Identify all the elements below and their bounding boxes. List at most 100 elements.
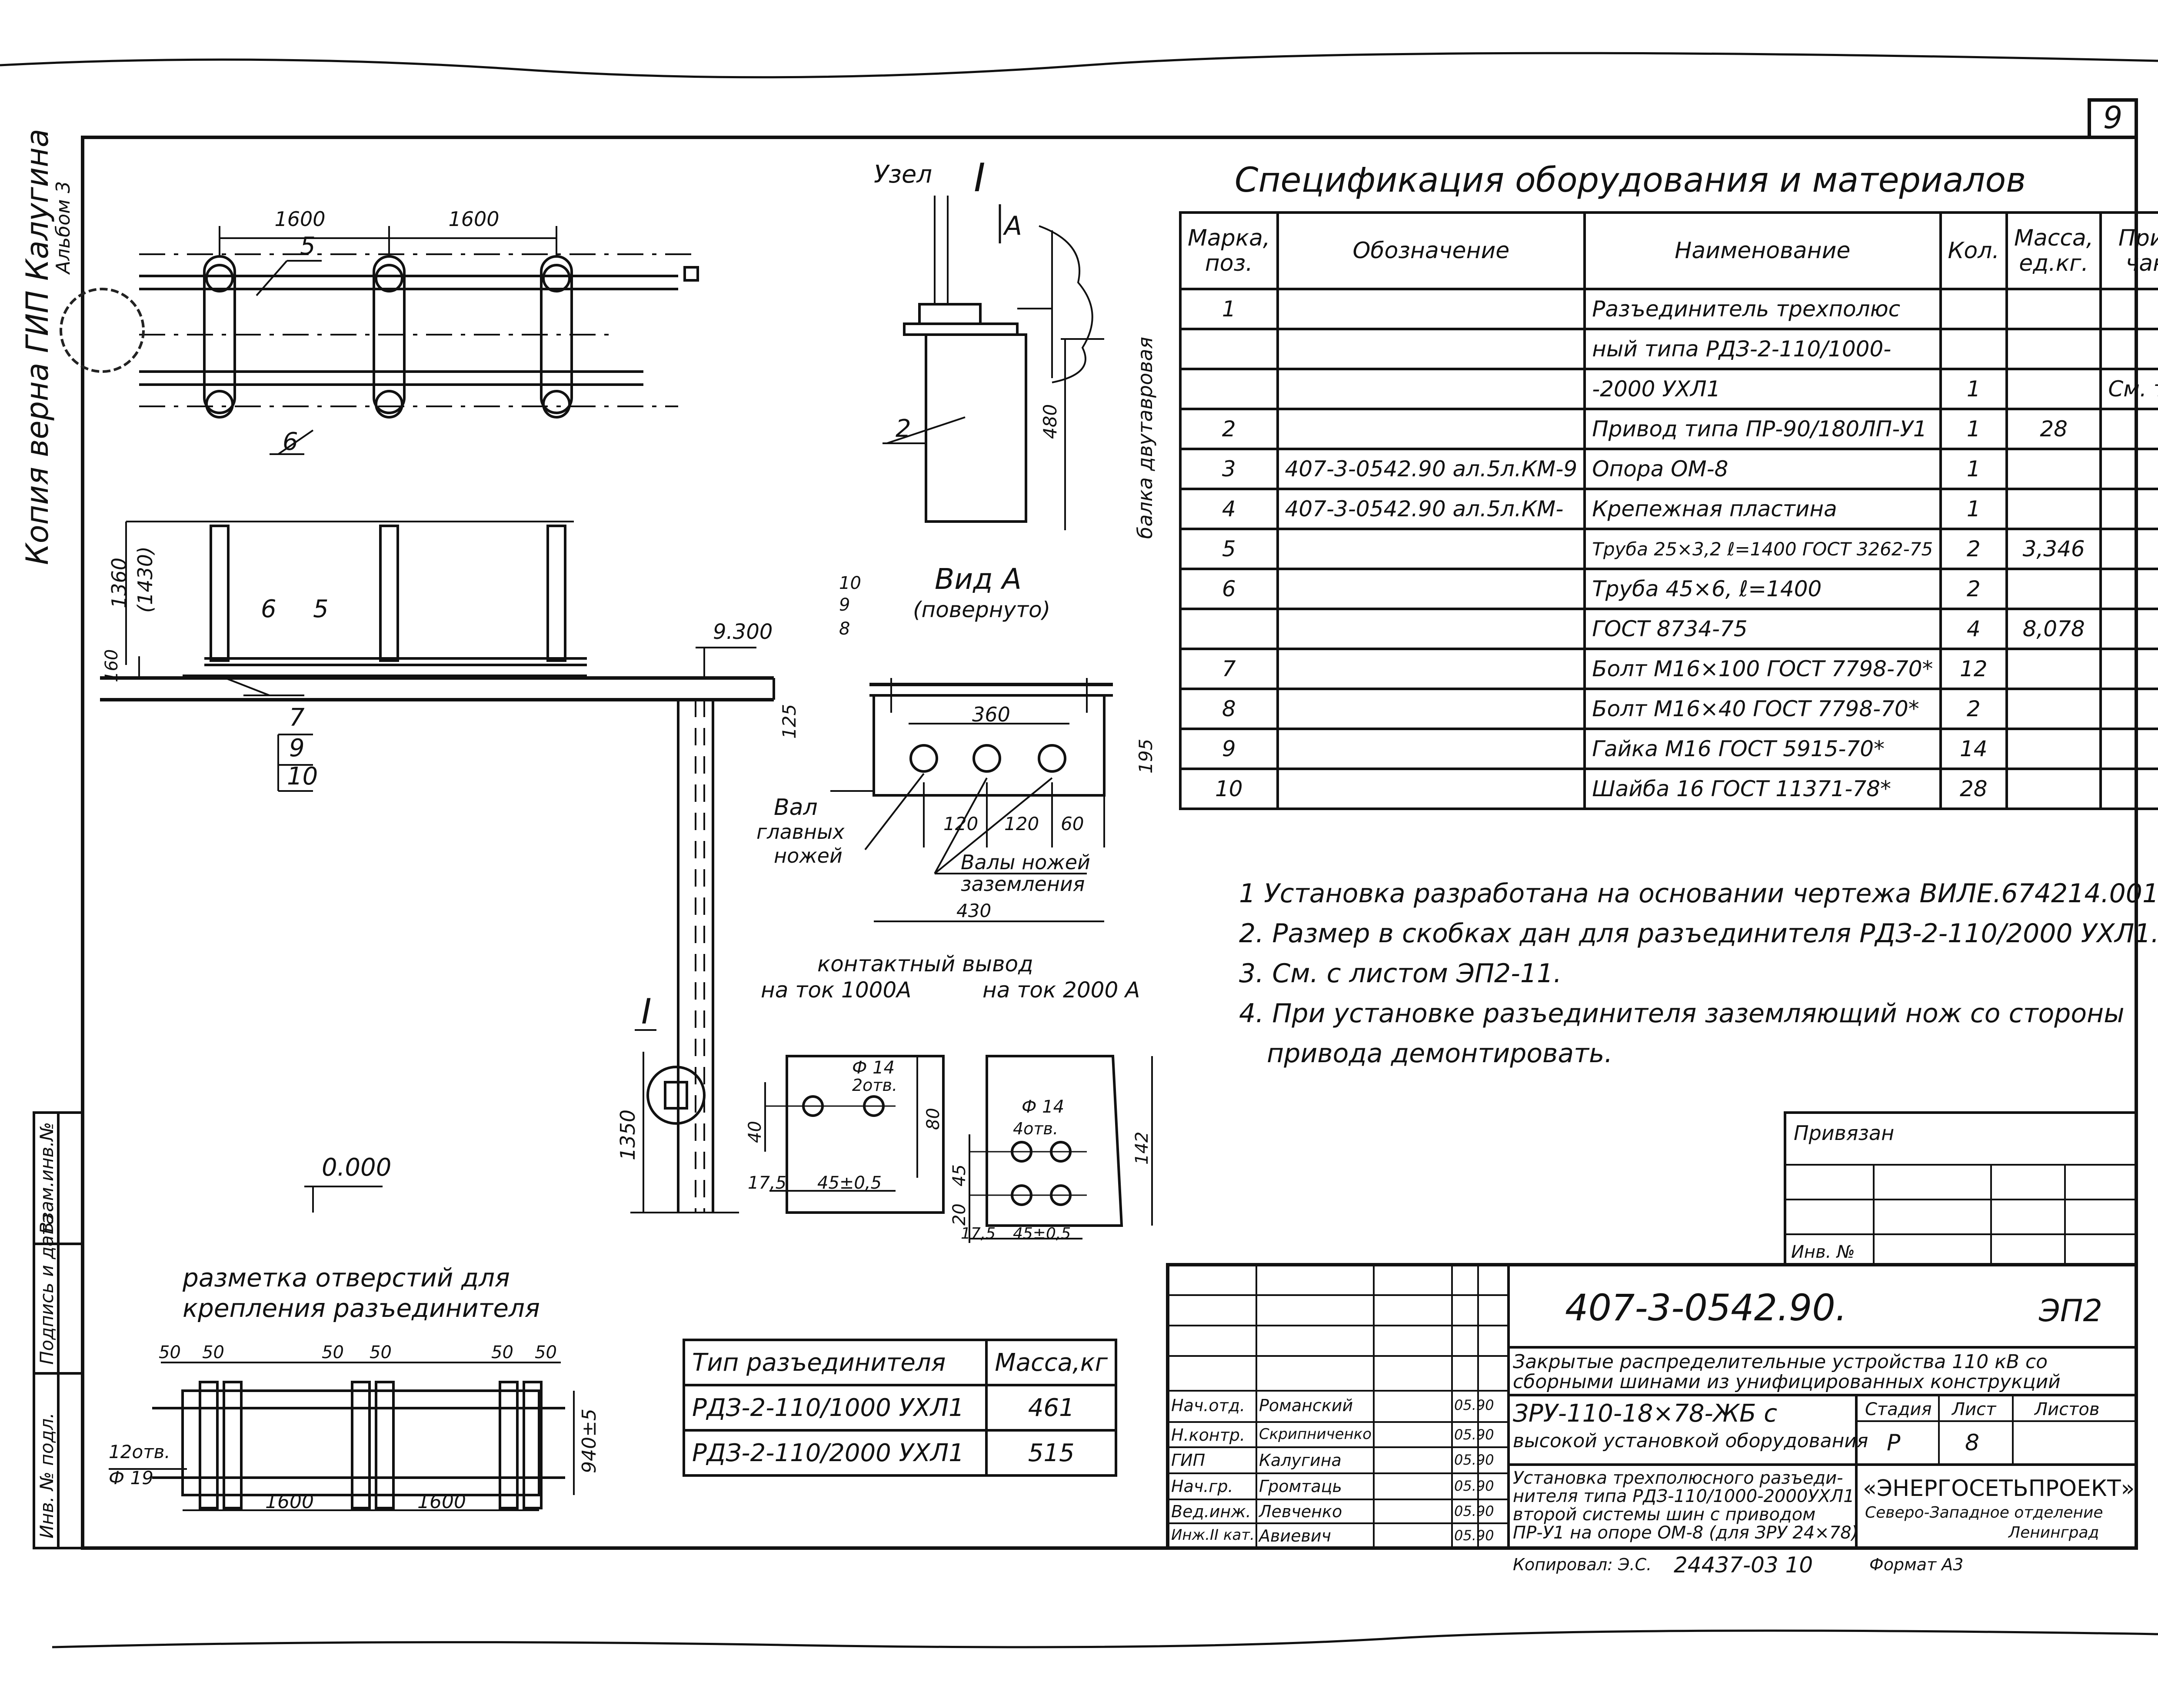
tb-sheet-code: ЭП2 bbox=[2039, 1293, 2103, 1329]
tb-copy-no: 24437-03 10 bbox=[1674, 1552, 1813, 1578]
view-a-subtitle: (повернуто) bbox=[913, 597, 1050, 622]
spec-name: Опора ОМ-8 bbox=[1583, 448, 1942, 490]
tb-sheets-h: Листов bbox=[2035, 1399, 2100, 1419]
contact-d175b: 17,5 bbox=[961, 1225, 996, 1243]
tb-name-5: Авиевич bbox=[1259, 1526, 1332, 1545]
marking-d940: 940±5 bbox=[578, 1409, 600, 1473]
mass-header-row: Тип разъединителя Масса,кг bbox=[682, 1339, 1117, 1386]
contact-d45c: 45±0,5 bbox=[1013, 1225, 1071, 1243]
spec-qty: 1 bbox=[1939, 368, 2008, 410]
shaft-earth-1: Валы ножей bbox=[961, 851, 1090, 874]
view-dim-8: 8 bbox=[839, 619, 850, 639]
sheet-number-box bbox=[2088, 98, 2138, 139]
spec-note bbox=[2099, 728, 2158, 770]
beam-label: балка двутавровая bbox=[1133, 337, 1157, 539]
spec-pos: 4 bbox=[1179, 488, 1279, 530]
marking-d1600b: 1600 bbox=[417, 1491, 466, 1513]
tb-sheet-h: Лист bbox=[1952, 1399, 1996, 1419]
tb-copied: Копировал: Э.С. bbox=[1513, 1555, 1652, 1574]
tb-name-4: Левченко bbox=[1259, 1502, 1342, 1521]
contact-d45a: 45±0,5 bbox=[817, 1173, 882, 1193]
tb-name-1: Скрипниченко bbox=[1259, 1426, 1372, 1443]
view-a-title: Вид А bbox=[935, 562, 1022, 596]
shaft-main-1: Вал bbox=[774, 794, 818, 821]
node-callout: I bbox=[641, 991, 652, 1032]
spec-pos: 10 bbox=[1179, 768, 1279, 810]
elev-dim-160: 160 bbox=[102, 649, 122, 682]
tb-role-1: Н.контр. bbox=[1171, 1426, 1246, 1445]
spec-name: Болт М16×40 ГОСТ 7798-70* bbox=[1583, 688, 1942, 730]
shaft-earth-2: заземления bbox=[961, 872, 1085, 896]
spec-mass bbox=[2005, 288, 2102, 330]
spec-pos: 3 bbox=[1179, 448, 1279, 490]
spec-name: -2000 УХЛ1 bbox=[1583, 368, 1942, 410]
contact-d175: 17,5 bbox=[748, 1173, 786, 1193]
marking-plan bbox=[109, 1362, 575, 1511]
tb-name-3: Громтаць bbox=[1259, 1477, 1342, 1496]
spec-note bbox=[2099, 768, 2158, 810]
elev-dim-1430: (1430) bbox=[133, 546, 157, 613]
marking-d50-5: 50 bbox=[491, 1342, 513, 1362]
tb-role-0: Нач.отд. bbox=[1171, 1396, 1246, 1415]
marking-d50-4: 50 bbox=[370, 1342, 392, 1362]
spec-h-mark: Марка, поз. bbox=[1179, 211, 1279, 290]
spec-name: Крепежная пластина bbox=[1583, 488, 1942, 530]
frame-top-line bbox=[0, 52, 2158, 79]
spec-pos: 9 bbox=[1179, 728, 1279, 770]
spec-note bbox=[2099, 688, 2158, 730]
marking-holes: 12отв. bbox=[109, 1441, 170, 1462]
side-stamp-text: Копия верна ГИП Калугина bbox=[20, 129, 55, 565]
node-roman: I bbox=[974, 155, 986, 201]
contact-1000: на ток 1000А bbox=[761, 977, 911, 1003]
callout-2: 2 bbox=[896, 415, 911, 443]
callout-6b: 6 bbox=[261, 595, 276, 623]
tb-project-1: Закрытые распределительные устройства 11… bbox=[1513, 1351, 2048, 1373]
spec-name: Труба 45×6, ℓ=1400 bbox=[1583, 568, 1942, 610]
view-dim-120b: 120 bbox=[1004, 813, 1039, 834]
spec-name: Болт М16×100 ГОСТ 7798-70* bbox=[1583, 648, 1942, 690]
marking-d50-1: 50 bbox=[159, 1342, 181, 1362]
spec-pos: 1 bbox=[1179, 288, 1279, 330]
mass-h-mass: Масса,кг bbox=[985, 1339, 1117, 1386]
level-top: 9.300 bbox=[713, 620, 773, 644]
node-arrow: A bbox=[1002, 211, 1022, 241]
contact-2000: на ток 2000 А bbox=[982, 977, 1140, 1003]
node-detail bbox=[883, 196, 1104, 530]
spec-mass: 8,078 bbox=[2005, 608, 2102, 650]
marking-d50-3: 50 bbox=[322, 1342, 344, 1362]
spec-note bbox=[2099, 328, 2158, 370]
level-zero: 0.000 bbox=[322, 1153, 391, 1182]
spec-note bbox=[2099, 488, 2158, 530]
spec-name: Гайка М16 ГОСТ 5915-70* bbox=[1583, 728, 1942, 770]
marking-diam: Ф 19 bbox=[109, 1467, 153, 1489]
spec-h-note: Приме- чание bbox=[2099, 211, 2158, 290]
tb-name-0: Романский bbox=[1259, 1396, 1353, 1415]
spec-des bbox=[1276, 728, 1586, 770]
approval-stamp bbox=[60, 288, 145, 373]
contact-d20: 20 bbox=[949, 1203, 969, 1226]
spec-pos bbox=[1179, 608, 1279, 650]
note-4b: привода демонтировать. bbox=[1267, 1038, 1613, 1069]
tb-desc-1: Установка трехполюсного разъеди- bbox=[1513, 1468, 1843, 1488]
frame-bottom-line bbox=[52, 1629, 2158, 1648]
plan-view bbox=[139, 226, 699, 455]
spec-mass bbox=[2005, 568, 2102, 610]
spec-mass: 3,346 bbox=[2005, 528, 2102, 570]
spec-qty: 2 bbox=[1939, 528, 2008, 570]
elevation-view bbox=[100, 521, 775, 1213]
node-label: Узел bbox=[874, 160, 932, 189]
contact-d45b: 45 bbox=[949, 1164, 969, 1186]
tb-sheet: 8 bbox=[1965, 1430, 1980, 1456]
side-col-3: Взам.инв.№ bbox=[36, 1122, 57, 1234]
spec-h-designation: Обозначение bbox=[1276, 211, 1586, 290]
view-a bbox=[830, 678, 1113, 922]
contact-title: контактный вывод bbox=[817, 951, 1033, 977]
plan-dim-2: 1600 bbox=[448, 207, 499, 231]
